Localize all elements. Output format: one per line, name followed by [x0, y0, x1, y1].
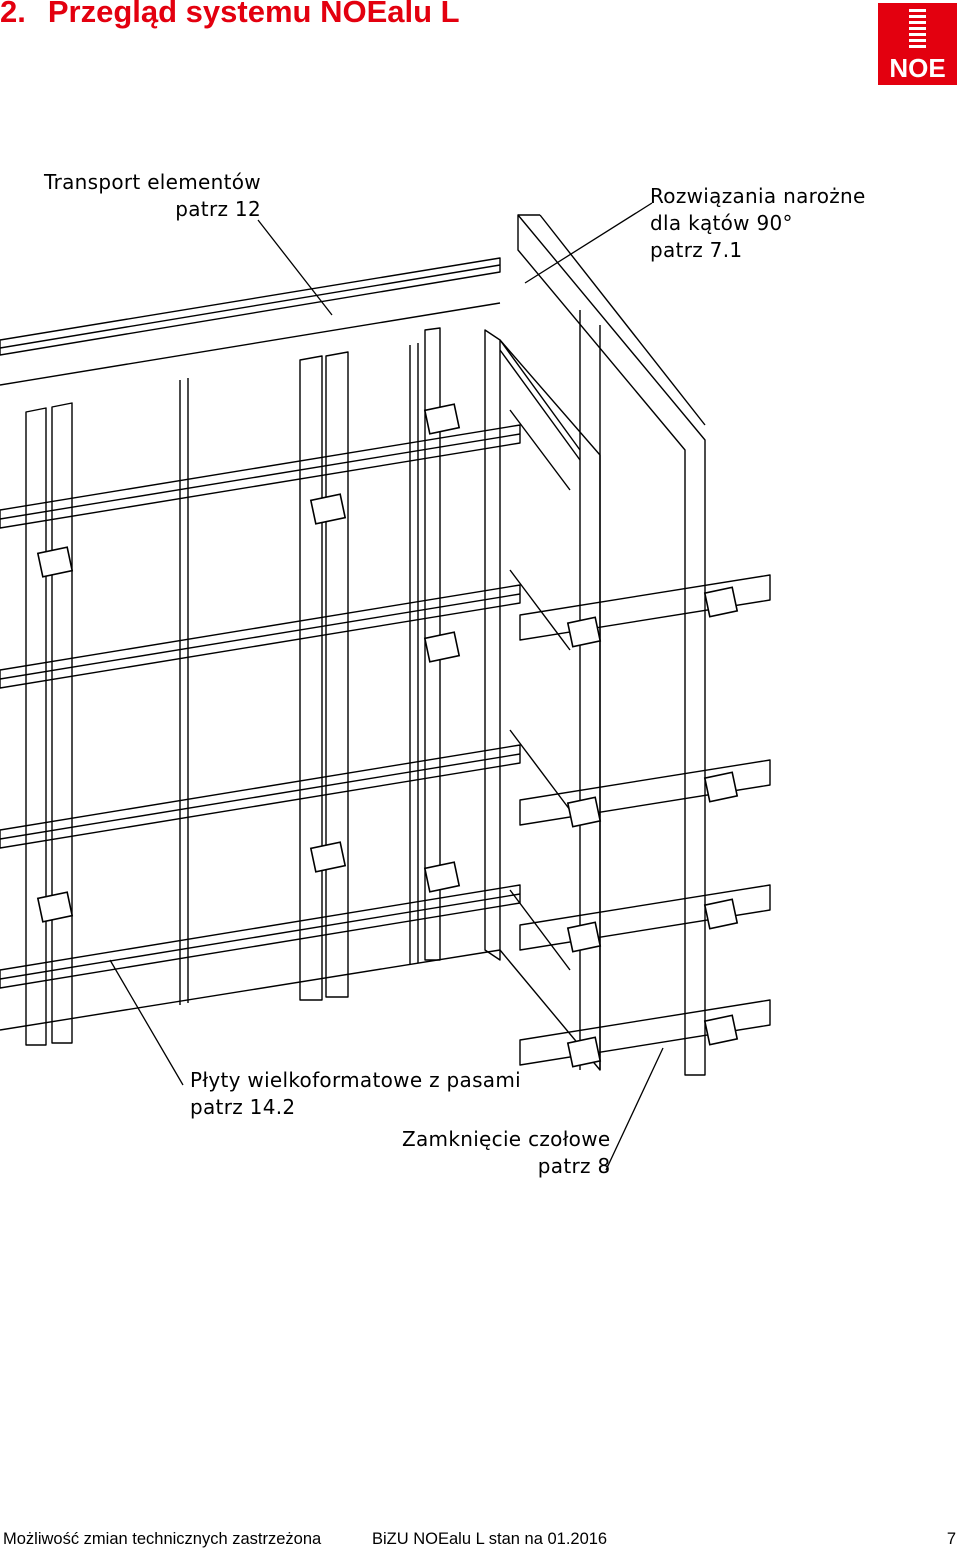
page-number: 7: [946, 1530, 956, 1548]
logo-text: NOE: [889, 53, 945, 83]
callout-transport: Transport elementów patrz 12: [44, 170, 261, 221]
footer-note: Możliwość zmian technicznych zastrzeżona: [3, 1530, 322, 1548]
page-title: Przegląd systemu NOEalu L: [47, 0, 460, 29]
page-footer: Możliwość zmian technicznych zastrzeżona…: [0, 1527, 960, 1553]
section-number: 2.: [0, 0, 26, 29]
footer-document: BiZU NOEalu L stan na 01.2016: [372, 1530, 608, 1548]
formwork-drawing: [0, 202, 771, 1171]
callout-corner: Rozwiązania narożne dla kątów 90° patrz …: [650, 184, 866, 262]
callout-panels: Płyty wielkoformatowe z pasami patrz 14.…: [190, 1068, 522, 1119]
callout-end-closure: Zamknięcie czołowe patrz 8: [402, 1127, 611, 1178]
page-heading: 2. Przegląd systemu NOEalu L: [0, 0, 460, 30]
noe-logo: NOE: [878, 3, 957, 85]
